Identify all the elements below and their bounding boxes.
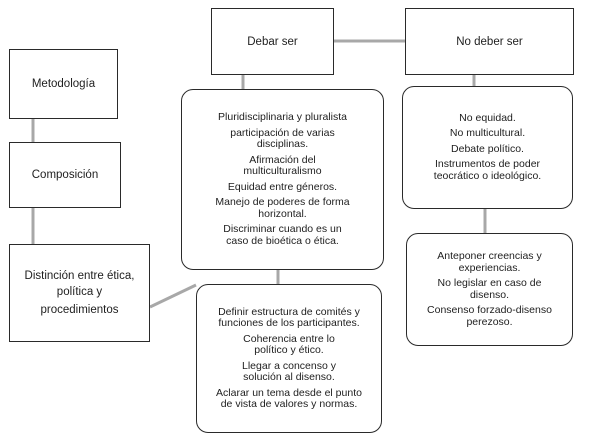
procedimientos-item-1: Definir estructura de comités y funcione… xyxy=(218,305,360,329)
deber-ser-item-5: Manejo de poderes de forma horizontal. xyxy=(215,196,350,220)
procedimientos-item-2: Coherencia entre lo político y ético. xyxy=(243,332,335,356)
deber-ser-item-1: Pluridisciplinaria y pluralista xyxy=(218,111,347,123)
deber-ser-items-box: Pluridisciplinaria y pluralista particip… xyxy=(181,89,384,270)
distincion-box: Distinción entre ética, política y proce… xyxy=(9,244,150,342)
deber-ser-label: Debar ser xyxy=(247,35,298,48)
metodologia-label: Metodología xyxy=(31,78,96,90)
deber-ser-item-3: Afirmación del multiculturalismo xyxy=(243,153,322,177)
no-deber-ser-extra-item-3: Consenso forzado-disenso perezoso. xyxy=(427,304,552,328)
deber-ser-item-2: participación de varias disciplinas. xyxy=(230,126,335,150)
no-deber-ser-item-1: No equidad. xyxy=(459,111,516,124)
no-deber-ser-box: No deber ser xyxy=(405,8,574,75)
deber-ser-item-4: Equidad entre géneros. xyxy=(227,180,338,193)
connector-distincion-procedimientos xyxy=(149,283,197,309)
procedimientos-item-3: Llegar a concenso y solución al disenso. xyxy=(242,359,336,383)
no-deber-ser-item-3: Debate político. xyxy=(451,142,524,155)
composicion-box: Composición xyxy=(9,142,121,208)
procedimientos-item-4: Aclarar un tema desde el punto de vista … xyxy=(216,386,362,410)
distincion-line-3: procedimientos xyxy=(40,304,119,316)
no-deber-ser-item-2: No multicultural. xyxy=(449,127,526,140)
deber-ser-box: Debar ser xyxy=(211,8,334,75)
no-deber-ser-extra-item-2: No legislar en caso de disenso. xyxy=(437,277,542,301)
composicion-label: Composición xyxy=(31,169,99,181)
no-deber-ser-item-4: Instrumentos de poder teocrático o ideol… xyxy=(433,158,542,182)
metodologia-box: Metodología xyxy=(9,49,118,119)
distincion-line-1: Distinción entre ética, xyxy=(24,270,135,282)
distincion-line-2: política y xyxy=(56,286,103,298)
no-deber-ser-extra-item-1: Anteponer creencias y experiencias. xyxy=(437,250,542,274)
deber-ser-item-6: Discriminar cuando es un caso de bioétic… xyxy=(223,223,342,247)
no-deber-ser-label: No deber ser xyxy=(456,35,523,48)
no-deber-ser-extra-box: Anteponer creencias y experiencias. No l… xyxy=(406,233,573,346)
procedimientos-items-box: Definir estructura de comités y funcione… xyxy=(196,284,382,433)
no-deber-ser-items-box: No equidad. No multicultural. Debate pol… xyxy=(402,86,573,209)
